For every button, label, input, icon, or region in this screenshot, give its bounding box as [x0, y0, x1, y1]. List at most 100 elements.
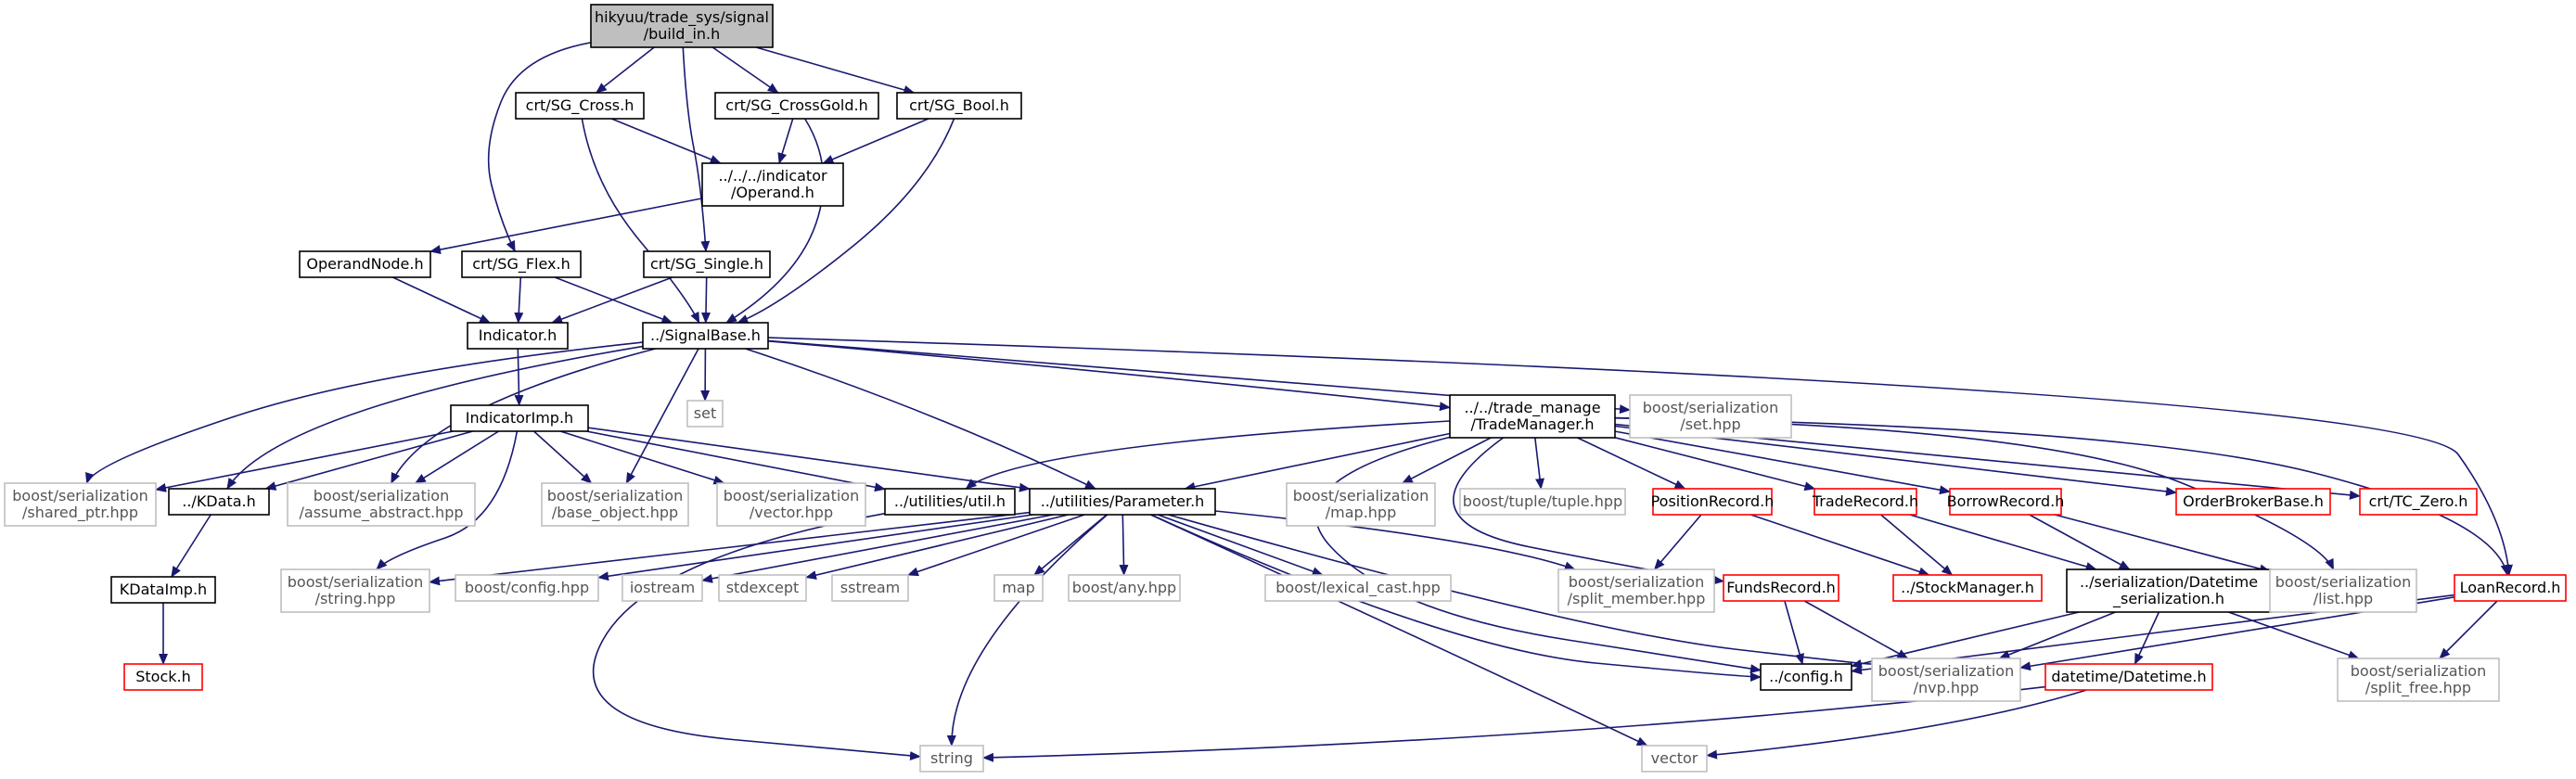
node-label: crt/SG_Cross.h [526, 96, 634, 115]
edge-parameter-to-lexical [1157, 514, 1324, 576]
edge-kdata-to-kdataimp [171, 514, 211, 578]
node-stockmanager[interactable]: ../StockManager.h [1892, 574, 2043, 602]
edge-root-to-sg_bool [755, 46, 916, 95]
node-indicator[interactable]: Indicator.h [467, 322, 569, 350]
edge-parameter-to-string [946, 514, 1109, 747]
node-positionrecord[interactable]: PositionRecord.h [1651, 488, 1775, 516]
node-util[interactable]: ../utilities/util.h [884, 488, 1016, 516]
edge-borrowrecord-to-bs_list [2054, 514, 2271, 574]
node-kdataimp[interactable]: KDataImp.h [110, 576, 216, 604]
node-box [1892, 574, 2043, 602]
node-bs-assume: boost/serialization/assume_abstract.hpp [287, 482, 476, 527]
node-label: boost/serialization [1643, 399, 1778, 416]
node-sg-crossgold[interactable]: crt/SG_CrossGold.h [714, 92, 879, 120]
node-operandnode[interactable]: OperandNode.h [299, 250, 431, 278]
node-label: ../../../indicator [718, 167, 827, 185]
node-tc-zero[interactable]: crt/TC_Zero.h [2359, 488, 2478, 516]
node-map: map [993, 574, 1044, 602]
node-label: hikyuu/trade_sys/signal [595, 8, 769, 27]
node-label: /Operand.h [731, 184, 814, 201]
node-label: boost/serialization [12, 487, 147, 504]
node-datetime[interactable]: datetime/Datetime.h [2044, 663, 2213, 691]
node-label: ../utilities/Parameter.h [1041, 492, 1205, 510]
node-label: sstream [840, 579, 900, 596]
node-bs-list: boost/serialization/list.hpp [2269, 568, 2417, 613]
node-label: ../StockManager.h [1901, 579, 2034, 596]
node-box [2454, 574, 2567, 602]
node-box [1264, 574, 1452, 602]
node-label: boost/serialization [724, 487, 859, 504]
edge-dt_serial-to-bs_split_free [2228, 611, 2360, 660]
node-label: iostream [630, 579, 695, 596]
node-box [1068, 574, 1181, 602]
node-label: crt/SG_CrossGold.h [725, 96, 867, 115]
node-indicatorimp[interactable]: IndicatorImp.h [450, 404, 589, 432]
edge-sg_bool-to-signalbase [737, 118, 955, 324]
node-config-h[interactable]: ../config.h [1760, 663, 1852, 691]
node-label: vector [1651, 749, 1698, 767]
node-label: ../utilities/util.h [894, 492, 1006, 510]
node-box [461, 250, 582, 278]
node-signalbase[interactable]: ../SignalBase.h [642, 322, 769, 350]
node-sg-single[interactable]: crt/SG_Single.h [643, 250, 771, 278]
node-fundsrecord[interactable]: FundsRecord.h [1723, 574, 1839, 602]
node-sg-bool[interactable]: crt/SG_Bool.h [896, 92, 1022, 120]
edge-signalbase-to-parameter [745, 348, 1096, 490]
node-bs-string: boost/serialization/string.hpp [280, 568, 430, 613]
node-label: ../../trade_manage [1464, 399, 1600, 417]
edge-root-to-sg_crossgold [711, 46, 779, 94]
node-sg-cross[interactable]: crt/SG_Cross.h [515, 92, 645, 120]
node-label: boost/lexical_cast.hpp [1275, 579, 1440, 597]
node-label: /base_object.hpp [552, 504, 678, 522]
node-box [515, 92, 645, 120]
edge-loanrecord-to-bs_split_free [2439, 600, 2498, 659]
node-kdata[interactable]: ../KData.h [168, 488, 270, 516]
edge-signalbase-to-kdata [226, 345, 644, 490]
edge-dt_serial-to-bs_nvp [1998, 611, 2116, 659]
edge-parameter-to-bs_string [429, 511, 1031, 586]
edge-datetime-to-vector [1706, 689, 2087, 760]
node-box [1449, 394, 1616, 439]
node-box [714, 92, 879, 120]
node-label: /list.hpp [2313, 590, 2373, 607]
node-box [1641, 745, 1708, 773]
node-label: boost/serialization [288, 573, 423, 591]
node-label: boost/serialization [1878, 662, 2014, 680]
node-box [993, 574, 1044, 602]
edge-indicatorimp-to-parameter [587, 427, 1031, 492]
edge-fundsrecord-to-config_h [1784, 600, 1804, 665]
node-operand[interactable]: ../../../indicator/Operand.h [701, 162, 844, 207]
node-label: OrderBrokerBase.h [2183, 492, 2324, 510]
node-label: PositionRecord.h [1651, 492, 1775, 510]
node-orderbroker[interactable]: OrderBrokerBase.h [2175, 488, 2331, 516]
node-label: /TradeManager.h [1470, 415, 1594, 433]
node-loanrecord[interactable]: LoanRecord.h [2454, 574, 2567, 602]
node-root[interactable]: hikyuu/trade_sys/signal/build_in.h [590, 4, 774, 48]
node-lexical: boost/lexical_cast.hpp [1264, 574, 1452, 602]
node-label: /map.hpp [1326, 504, 1396, 521]
edge-sg_crossgold-to-signalbase [725, 118, 825, 324]
node-sg-flex[interactable]: crt/SG_Flex.h [461, 250, 582, 278]
node-parameter[interactable]: ../utilities/Parameter.h [1029, 488, 1216, 516]
node-dt-serial[interactable]: ../serialization/Datetime_serialization.… [2066, 568, 2272, 613]
node-label: boost/serialization [2351, 662, 2486, 680]
node-label: /split_free.hpp [2365, 679, 2471, 697]
node-borrowrecord[interactable]: BorrowRecord.h [1947, 488, 2065, 516]
node-box [2175, 488, 2331, 516]
node-any: boost/any.hpp [1068, 574, 1181, 602]
node-label: boost/any.hpp [1072, 579, 1176, 596]
node-stock[interactable]: Stock.h [123, 663, 203, 691]
edge-trademanager-to-bs_list [1614, 417, 2335, 570]
edge-indicatorimp-to-util [586, 430, 886, 492]
node-label: /shared_ptr.hpp [22, 504, 138, 522]
node-bs-vector: boost/serialization/vector.hpp [716, 482, 866, 527]
node-bs-map: boost/serialization/map.hpp [1286, 482, 1436, 527]
node-box [2044, 663, 2213, 691]
node-traderecord[interactable]: TradeRecord.h [1812, 488, 1918, 516]
node-box [1760, 663, 1852, 691]
nodes-layer: hikyuu/trade_sys/signal/build_in.h crt/SG… [4, 4, 2567, 773]
node-label: /string.hpp [315, 590, 396, 607]
node-box [2066, 568, 2272, 613]
node-trademanager[interactable]: ../../trade_manage/TradeManager.h [1449, 394, 1616, 439]
